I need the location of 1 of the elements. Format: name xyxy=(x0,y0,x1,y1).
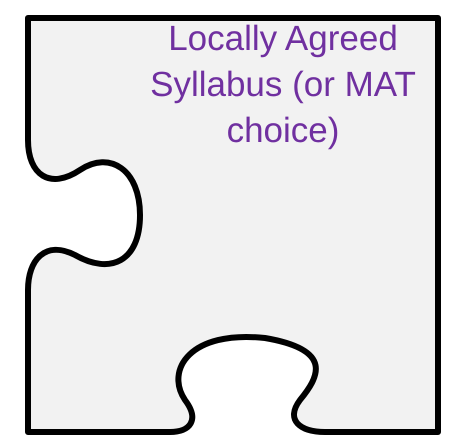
piece-label: Locally Agreed Syllabus (or MAT choice) xyxy=(149,18,417,152)
